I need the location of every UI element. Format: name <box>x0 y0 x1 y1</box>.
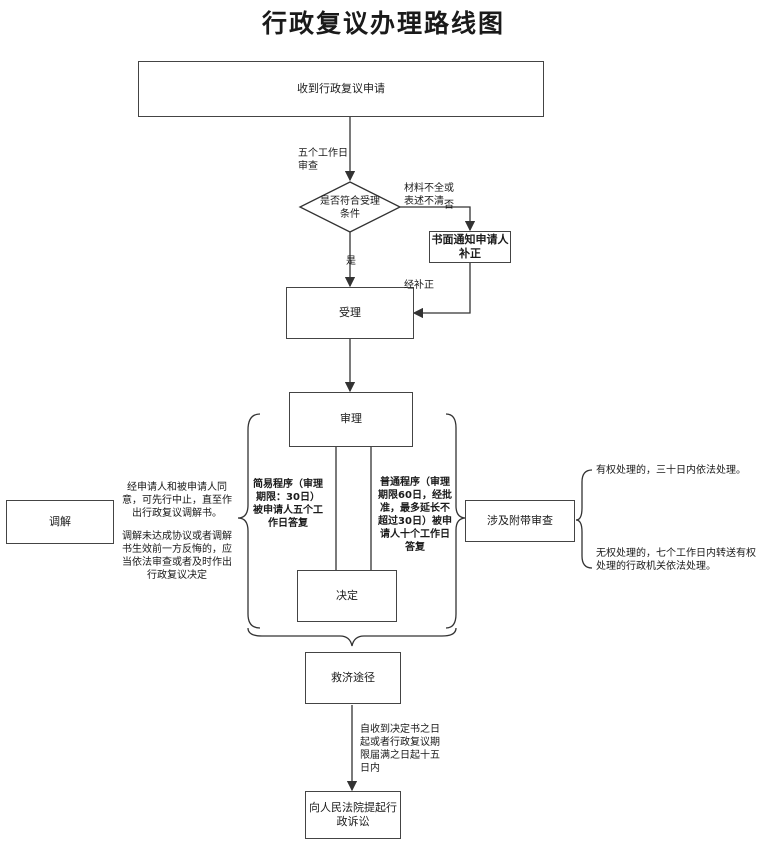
decision-label: 是否符合受理条件 <box>320 196 380 220</box>
node-mediation: 调解 <box>6 500 114 544</box>
node-remedy: 救济途径 <box>305 652 401 704</box>
node-attached-review: 涉及附带审查 <box>465 500 575 542</box>
label-simple-procedure: 简易程序（审理期限：30日）被申请人五个工作日答复 <box>253 479 323 529</box>
label-has-authority: 有权处理的，三十日内依法处理。 <box>596 465 746 476</box>
node-lawsuit: 向人民法院提起行政诉讼 <box>305 791 401 839</box>
label-mediation-top: 经申请人和被申请人同意，可先行中止，直至作出行政复议调解书。 <box>122 482 232 519</box>
bracket-attached-bottom <box>575 519 593 569</box>
node-review: 审理 <box>289 392 413 447</box>
page-title: 行政复议办理路线图 <box>261 9 505 38</box>
label-lawsuit-window: 自收到决定书之日起或者行政复议期限届满之日起十五日内 <box>360 724 440 774</box>
node-receive: 收到行政复议申请 <box>138 61 544 117</box>
left-brace <box>237 413 261 629</box>
label-mediation-bottom: 调解未达成协议或者调解书生效前一方反悔的，应当依法审查或者及时作出行政复议决定 <box>122 531 232 581</box>
label-no-authority: 无权处理的，七个工作日内转送有权处理的行政机关依法处理。 <box>596 548 756 572</box>
label-normal-procedure: 普通程序（审理期限60日，经批准，最多延长不超过30日）被申请人十个工作日答复 <box>378 477 452 553</box>
node-notify: 书面通知申请人补正 <box>429 231 511 263</box>
arrow-decision-to-notify <box>400 206 476 232</box>
arrow-notify-to-accept <box>412 262 471 319</box>
bottom-brace <box>247 627 457 647</box>
node-decide: 决定 <box>297 570 397 622</box>
label-five-days: 五个工作日审查 <box>298 148 348 172</box>
bracket-attached-top <box>575 469 593 521</box>
label-incomplete: 材料不全或表述不清 <box>404 183 454 207</box>
label-no: 否 <box>444 200 454 211</box>
label-yes: 是 <box>346 256 356 267</box>
node-accept: 受理 <box>286 287 414 339</box>
label-corrected: 经补正 <box>404 280 434 291</box>
